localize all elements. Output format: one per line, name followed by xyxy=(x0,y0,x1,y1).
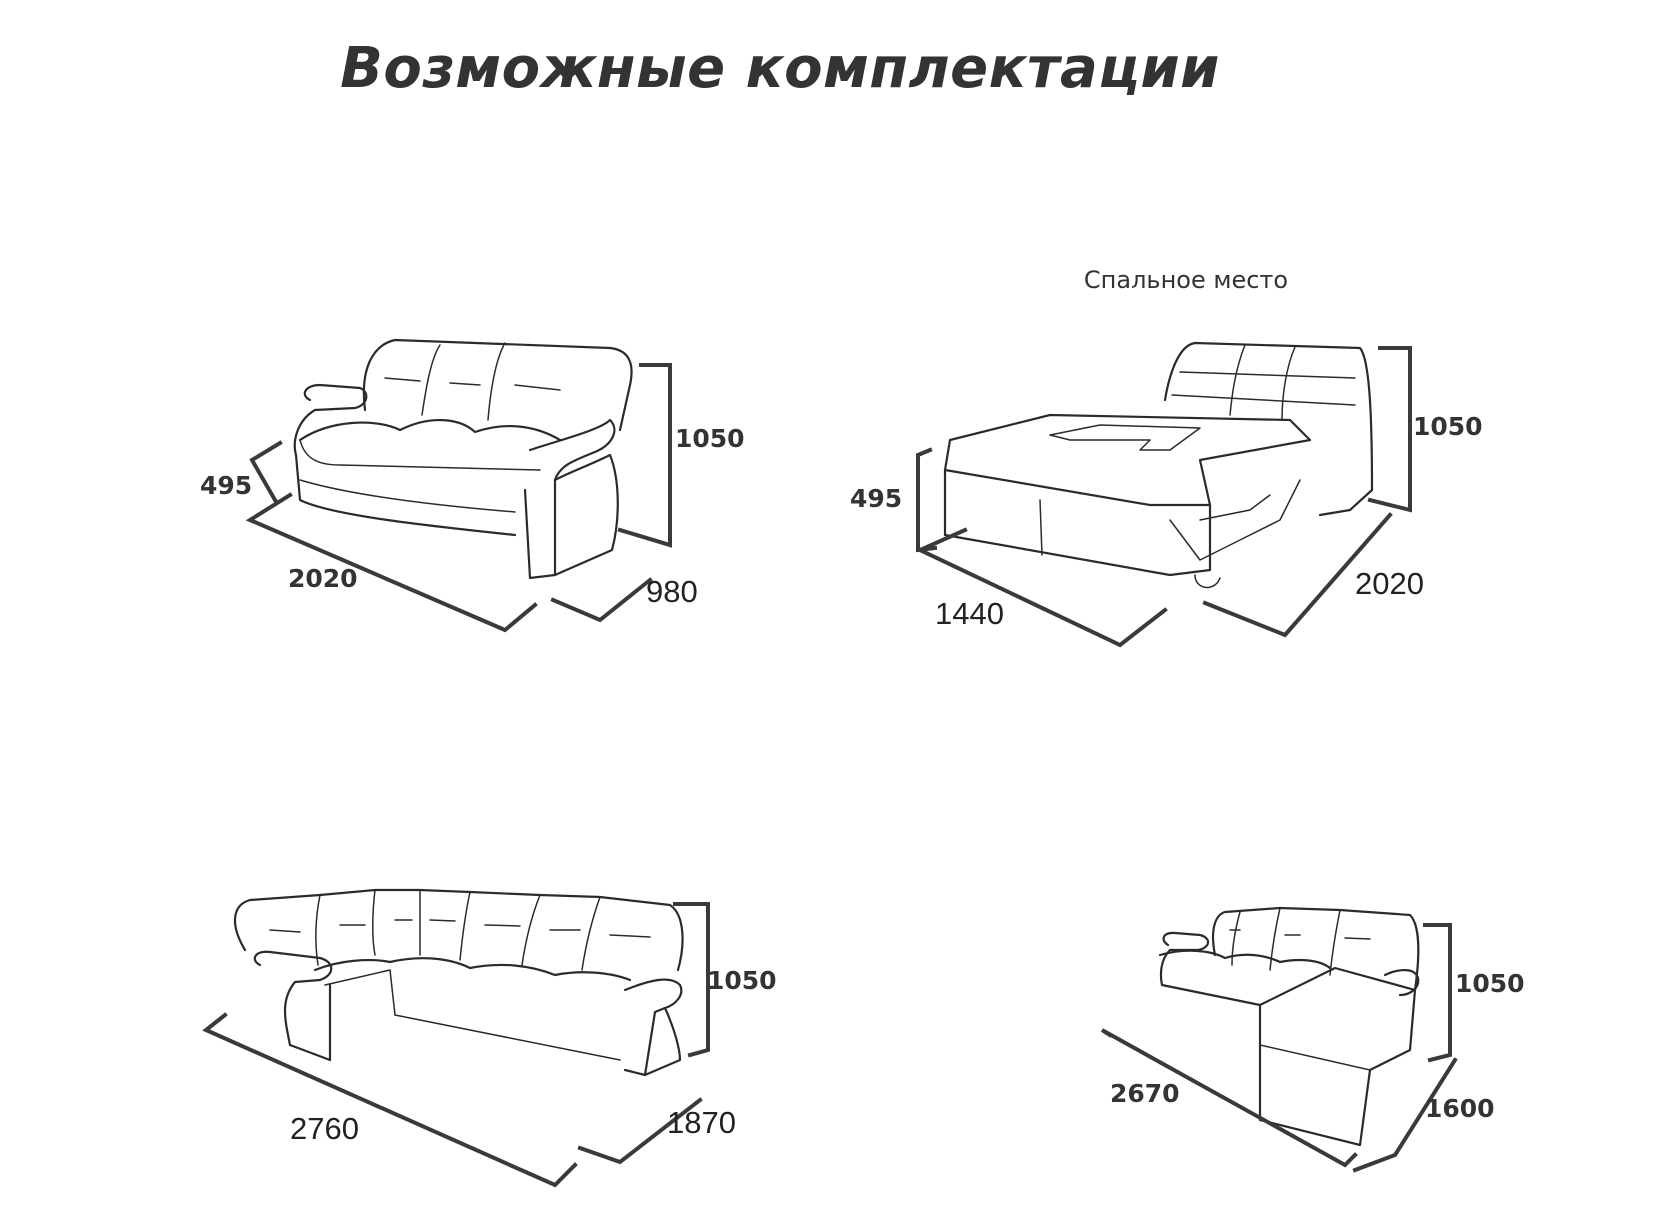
seat-height-label: 495 xyxy=(200,471,252,500)
width-label: 1440 xyxy=(935,596,1004,631)
height-dim-line xyxy=(1367,346,1412,513)
height-dim-line xyxy=(1423,923,1452,1063)
config-corner-sofa: 1050 2760 1870 xyxy=(202,888,777,1188)
sofa-bed-drawing xyxy=(943,341,1374,589)
height-label: 1050 xyxy=(675,424,745,453)
corner-sofa-drawing xyxy=(233,888,684,1077)
page-title: Возможные комплектации xyxy=(340,36,1220,101)
height-dim-line xyxy=(673,902,710,1058)
dimension-lines xyxy=(202,902,710,1188)
dimension-lines xyxy=(915,346,1412,648)
depth-dim-line xyxy=(577,1097,703,1165)
height-label: 1050 xyxy=(1455,969,1525,998)
config-sofa-3-seat: 1050 495 2020 980 xyxy=(200,338,745,633)
seat-height-dim-line xyxy=(916,447,938,553)
length-dim-line xyxy=(1202,512,1393,638)
width-dim-line xyxy=(245,492,538,633)
width-label: 2020 xyxy=(288,564,358,593)
width-dim-line xyxy=(202,1012,578,1188)
height-dim-line xyxy=(617,363,672,548)
dimension-lines xyxy=(1100,923,1458,1173)
chaise-sofa-drawing xyxy=(1158,906,1420,1147)
sleeping-place-caption: Спальное место xyxy=(1084,266,1288,294)
depth-dim-line xyxy=(1352,1057,1458,1173)
depth-label: 1870 xyxy=(667,1105,736,1140)
seat-height-label: 495 xyxy=(850,484,902,513)
depth-dim-line xyxy=(550,577,653,623)
dimension-lines xyxy=(245,363,672,633)
width-label: 2670 xyxy=(1110,1079,1180,1108)
config-chaise-sofa: 1050 2670 1600 xyxy=(1100,906,1525,1173)
height-label: 1050 xyxy=(1413,412,1483,441)
width-label: 2760 xyxy=(290,1111,359,1146)
width-dim-line xyxy=(915,527,1168,648)
depth-label: 980 xyxy=(646,574,698,609)
width-dim-line xyxy=(1100,1028,1358,1168)
config-sofa-bed: Спальное место 1050 495 1440 xyxy=(850,266,1483,648)
seat-height-dim-line xyxy=(249,440,283,503)
depth-label: 1600 xyxy=(1425,1094,1495,1123)
height-label: 1050 xyxy=(707,966,777,995)
length-label: 2020 xyxy=(1355,566,1424,601)
sofa-drawing xyxy=(293,338,633,580)
